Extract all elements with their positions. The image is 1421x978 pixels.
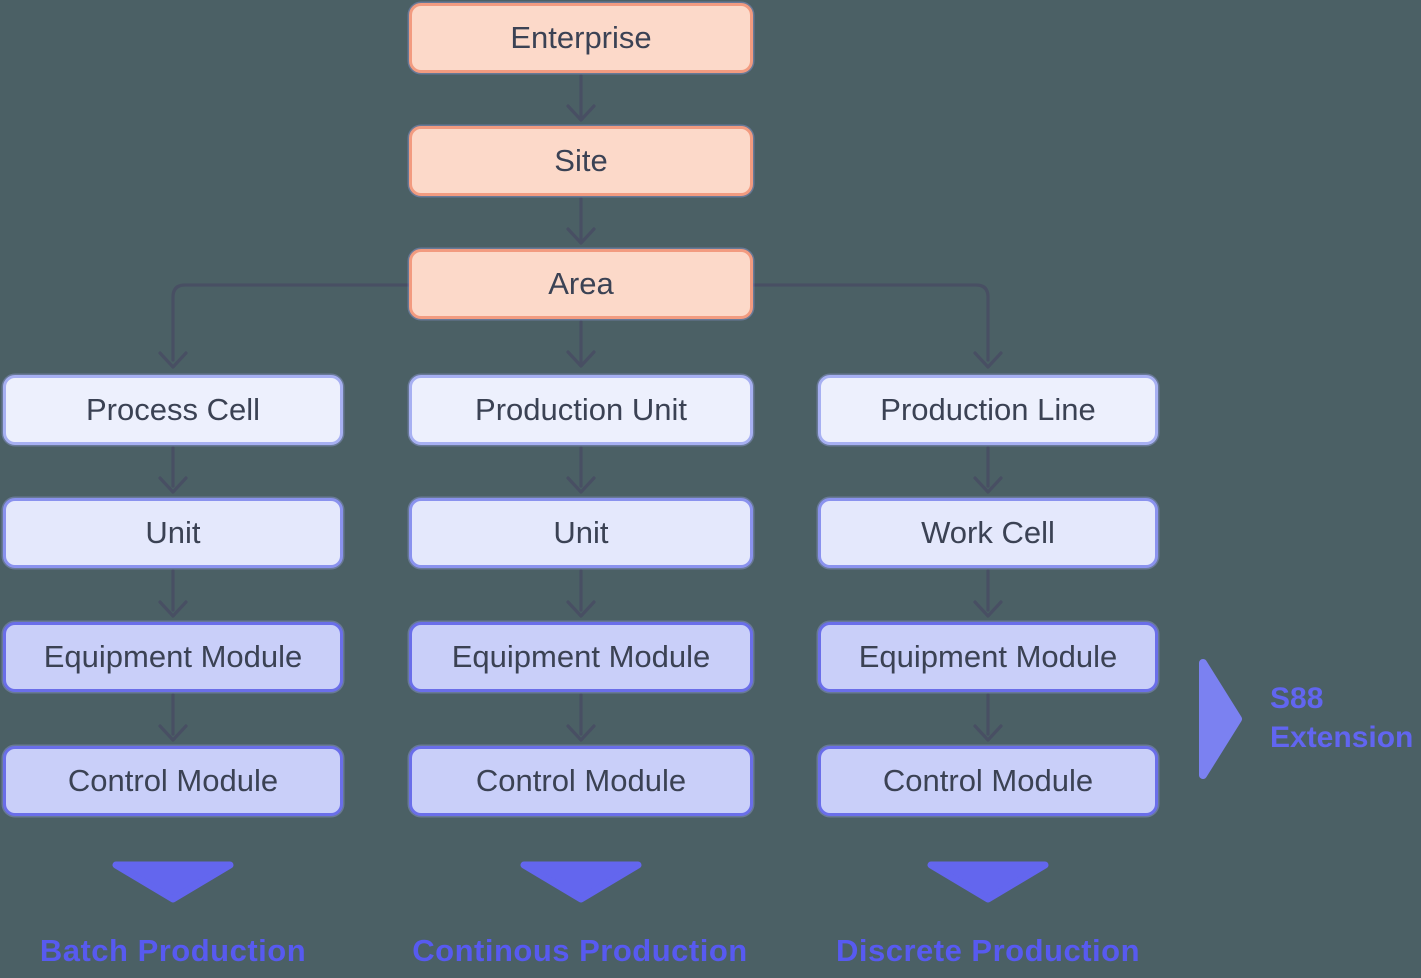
arrowhead-equipment-control-1 [158, 724, 188, 742]
arrowhead-production-line-work-cell [973, 476, 1003, 494]
node-unit-batch-label: Unit [145, 515, 201, 550]
arrowhead-equipment-control-3 [973, 724, 1003, 742]
arrowhead-unit-equipment-2 [566, 600, 596, 618]
node-equipment-module-continuous-label: Equipment Module [451, 639, 711, 674]
arrowhead-site-area [566, 227, 596, 245]
node-work-cell-label: Work Cell [921, 515, 1055, 550]
node-equipment-module-batch: Equipment Module [3, 622, 343, 692]
node-control-module-discrete-label: Control Module [882, 763, 1094, 798]
s88-extension-triangle-icon [1199, 659, 1242, 779]
node-production-line: Production Line [818, 375, 1158, 445]
node-equipment-module-discrete-label: Equipment Module [858, 639, 1118, 674]
discrete-production-label: Discrete Production [835, 933, 1141, 968]
continuous-production-label: Continous Production [412, 933, 748, 968]
arrow-area-production-line [751, 283, 990, 362]
node-site-label: Site [554, 143, 608, 178]
node-control-module-batch-label: Control Module [67, 763, 279, 798]
node-production-unit-label: Production Unit [475, 392, 687, 427]
node-process-cell: Process Cell [3, 375, 343, 445]
arrowhead-enterprise-site [566, 104, 596, 122]
arrowhead-area-process-cell [158, 351, 188, 369]
s88-extension-label: S88 Extension [1270, 679, 1413, 757]
node-control-module-batch: Control Module [3, 746, 343, 816]
s88-extension-line1: S88 [1270, 682, 1324, 715]
node-equipment-module-discrete: Equipment Module [818, 622, 1158, 692]
node-enterprise: Enterprise [409, 3, 753, 73]
s88-extension-line2: Extension [1270, 721, 1414, 754]
node-control-module-continuous: Control Module [409, 746, 753, 816]
discrete-triangle-icon [927, 861, 1049, 903]
arrowhead-area-production-line [973, 351, 1003, 369]
node-production-unit: Production Unit [409, 375, 753, 445]
arrowhead-process-cell-unit [158, 476, 188, 494]
node-enterprise-label: Enterprise [510, 20, 652, 55]
node-area-label: Area [548, 266, 614, 301]
node-control-module-continuous-label: Control Module [475, 763, 687, 798]
node-control-module-discrete: Control Module [818, 746, 1158, 816]
node-process-cell-label: Process Cell [86, 392, 260, 427]
arrow-area-process-cell [171, 283, 411, 362]
node-area: Area [409, 249, 753, 319]
batch-triangle-icon [112, 861, 234, 903]
batch-production-label: Batch Production [39, 933, 307, 968]
node-work-cell: Work Cell [818, 498, 1158, 568]
arrowhead-unit-equipment-1 [158, 600, 188, 618]
arrowhead-work-cell-equipment-3 [973, 600, 1003, 618]
node-unit-continuous-label: Unit [553, 515, 609, 550]
node-equipment-module-continuous: Equipment Module [409, 622, 753, 692]
node-production-line-label: Production Line [880, 392, 1096, 427]
node-unit-continuous: Unit [409, 498, 753, 568]
arrowhead-production-unit-unit [566, 476, 596, 494]
node-site: Site [409, 126, 753, 196]
node-unit-batch: Unit [3, 498, 343, 568]
arrowhead-area-production-unit [566, 350, 596, 368]
arrowhead-equipment-control-2 [566, 724, 596, 742]
node-equipment-module-batch-label: Equipment Module [43, 639, 303, 674]
continuous-triangle-icon [520, 861, 642, 903]
